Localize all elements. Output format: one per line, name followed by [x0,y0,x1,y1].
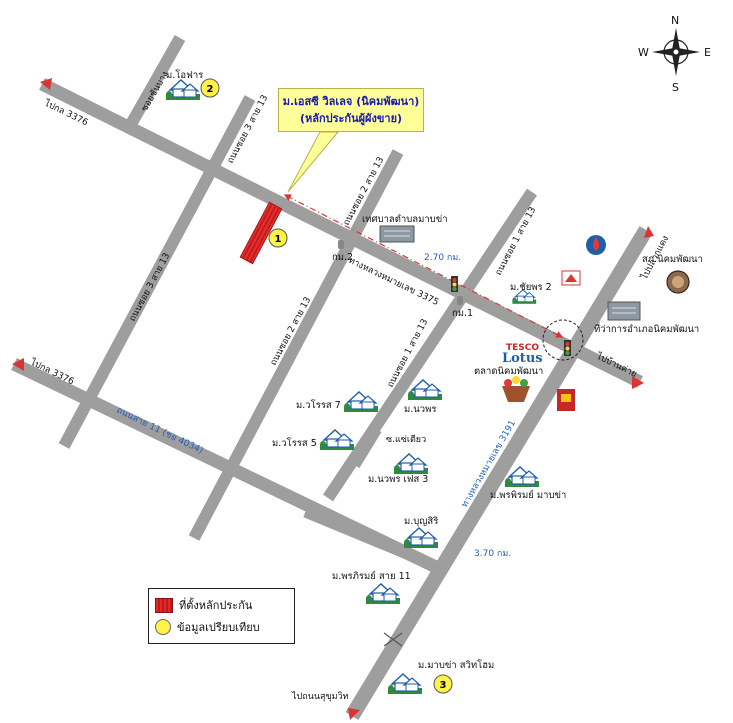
legend-collateral-label: ที่ตั้งหลักประกัน [179,599,253,612]
legend-comparable-label: ข้อมูลเปรียบเทียบ [177,621,260,634]
arrow-top-right [644,226,654,238]
compass-north: N [671,14,679,27]
ptt-station-icon [586,235,606,255]
house-icon-nawaphon3 [393,453,429,475]
place-label-km2: กม.2 [332,252,353,263]
distance-label-2: 3.70 กม. [474,549,511,559]
road-h3191 [345,226,653,720]
red-logo-icon [561,270,581,286]
km2-post-icon [338,240,344,249]
place-label-mabkha-switch: ม.มาบข่า สวิทโฮม [418,659,494,671]
house-icon-phonphirom11 [365,583,401,605]
traffic-light-icon-2 [564,340,571,356]
compass-west: W [638,46,649,59]
police-emblem-icon [666,270,690,294]
subject-callout: ม.เอสซี วิลเลจ (นิคมพัฒนา) (หลักประกันผู… [278,88,424,132]
railway-crossing-icon [383,632,403,647]
marker-3: 3 [433,674,453,694]
place-label-nawaphon3: ม.นวพร เฟส 3 [368,474,428,485]
house-icon-worasot7 [343,391,379,413]
place-label-worasot5: ม.วโรรส 5 [272,437,317,449]
compass-east: E [704,46,711,59]
district-office-building-icon [607,301,641,321]
place-label-km1: กม.1 [452,308,473,319]
callout-pointer [287,131,340,193]
house-icon-mabkha-switch [387,673,423,695]
traffic-light-icon-1 [451,276,458,292]
bank-logo-icon [557,389,575,411]
house-icon-bunsiri [403,527,439,549]
road-saeteaw [352,427,382,469]
marker-2: 2 [200,78,220,98]
road-label-saeteaw: ซ.แซ่เตียว [386,434,426,445]
place-label-bunsiri: ม.บุญสิริ [404,516,438,527]
market-basket-icon [502,376,530,402]
place-label-district-office: ที่ว่าการอำเภอนิคมพัฒนา [594,322,699,335]
arrow-bottom [348,708,360,720]
house-icon-phonphirom-mabkha [504,466,540,488]
collateral-swatch-icon [155,597,173,613]
marker-1: 1 [268,228,288,248]
place-label-market: ตลาดนิคมพัฒนา [474,366,543,377]
marker-1-label: 1 [275,234,282,245]
place-label-ophan: ม.โอฟาร [166,69,203,81]
house-icon-worasot5 [319,429,355,451]
house-icon-nawaphon [407,379,443,401]
road-soi-3-13 [58,95,256,449]
road-label-to-sukhumvit: ไปถนนสุขุมวิท [291,691,349,702]
arrow-top-left [40,78,52,90]
marker-3-label: 3 [440,680,447,691]
arrow-left [12,358,24,371]
place-label-municipality: เทศบาลตำบลมาบข่า [362,214,448,225]
compass-rose-icon [652,28,700,76]
legend-row-collateral: ที่ตั้งหลักประกัน [155,596,252,614]
arrow-right [632,376,644,389]
road-bottom-link [303,508,440,573]
callout-line-1: ม.เอสซี วิลเลจ (นิคมพัฒนา) [282,95,420,108]
tesco-label-1: TESCO [506,343,539,353]
place-label-phonphirom11: ม.พรภิรมย์ สาย 11 [332,570,411,582]
compass-south: S [672,81,679,94]
road-label-road-11: ถนนสาย 11 (ชย 4034) [115,406,205,457]
km1-post-icon [457,296,463,305]
place-label-phonphirom-mabkha: ม.พรพิรมย์ มาบข่า [490,489,566,501]
intersection-ring [542,319,584,361]
place-label-worasot7: ม.วโรรส 7 [296,399,341,411]
marker-2-label: 2 [207,84,214,95]
road-end-arrows [12,78,654,720]
road-soi-chanbang [124,35,186,129]
house-icon-ophan [165,79,201,101]
place-label-s-kor: สภ.นิคมพัฒนา [642,254,703,265]
comparable-dot-icon [155,619,171,635]
legend-row-comparable: ข้อมูลเปรียบเทียบ [155,618,260,636]
place-label-chaiyaphon: ม.ชัยพร 2 [510,282,552,293]
callout-line-2: (หลักประกันผู้ผังขาย) [299,112,403,125]
distance-label-1: 2.70 กม. [424,253,461,263]
municipality-building-icon [379,225,415,243]
subject-collateral [239,201,283,265]
tesco-label-2: Lotus [502,351,543,366]
road-label-soi3-mid: ถนนซอย 3 สาย 13 [128,251,173,323]
map-legend: ที่ตั้งหลักประกัน ข้อมูลเปรียบเทียบ [148,588,295,644]
place-label-nawaphon: ม.นวพร [404,404,436,415]
